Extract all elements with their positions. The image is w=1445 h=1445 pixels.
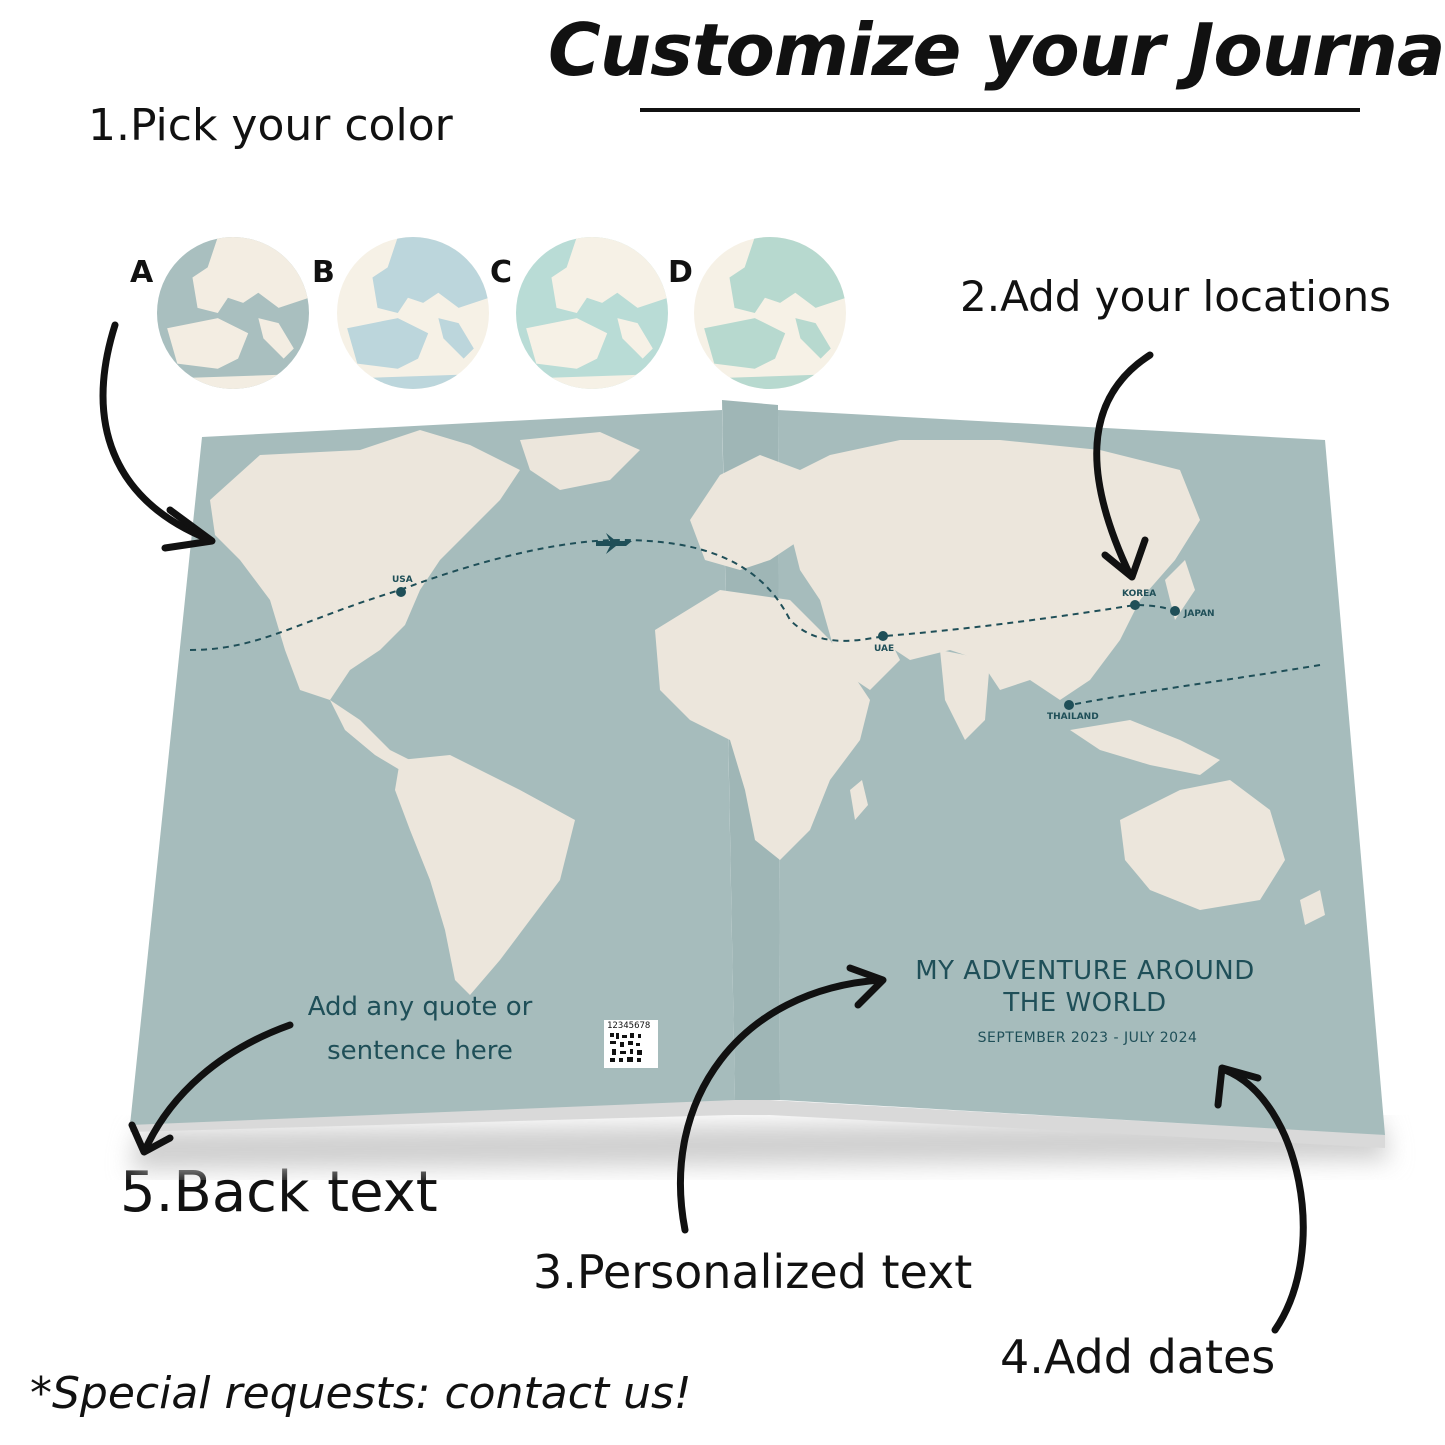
airplane-icon	[596, 533, 632, 554]
page-title: Customize your Journal!	[548, 8, 1445, 92]
location-label-thailand: THAILAND	[1047, 712, 1099, 722]
swatch-c[interactable]	[516, 237, 668, 389]
swatch-b[interactable]	[337, 237, 489, 389]
location-dot-thailand	[1064, 700, 1074, 710]
back-cover-quote[interactable]: Add any quote or sentence here	[307, 992, 533, 1066]
swatch-a-label: A	[130, 255, 154, 290]
front-cover-title[interactable]: MY ADVENTURE AROUND THE WORLD	[915, 956, 1255, 1018]
swatch-d[interactable]	[694, 237, 846, 389]
location-label-japan: JAPAN	[1184, 609, 1215, 619]
swatch-d-label: D	[668, 255, 693, 290]
location-dot-usa	[396, 587, 406, 597]
step-add-locations-label: 2.Add your locations	[960, 272, 1392, 321]
title-underline	[640, 108, 1360, 112]
barcode-icon	[610, 1033, 642, 1062]
location-dot-korea	[1130, 600, 1140, 610]
location-dot-japan	[1170, 606, 1180, 616]
location-dot-uae	[878, 631, 888, 641]
step-personalized-text-label: 3.Personalized text	[533, 1245, 973, 1299]
barcode-number: 12345678	[607, 1021, 651, 1031]
swatch-b-map	[337, 237, 489, 389]
flight-path	[189, 538, 1321, 706]
location-label-usa: USA	[392, 575, 413, 585]
swatch-c-map	[516, 237, 668, 389]
step-back-text-label: 5.Back text	[120, 1160, 438, 1225]
special-requests-note: *Special requests: contact us!	[30, 1368, 692, 1419]
front-cover-dates[interactable]: SEPTEMBER 2023 - JULY 2024	[977, 1030, 1198, 1046]
location-label-korea: KOREA	[1122, 589, 1157, 599]
location-label-uae: UAE	[874, 644, 895, 654]
step-pick-color-label: 1.Pick your color	[88, 100, 453, 151]
swatch-d-map	[694, 237, 846, 389]
swatch-c-label: C	[490, 255, 513, 290]
swatch-b-label: B	[312, 255, 335, 290]
step-add-dates-label: 4.Add dates	[1000, 1330, 1276, 1384]
